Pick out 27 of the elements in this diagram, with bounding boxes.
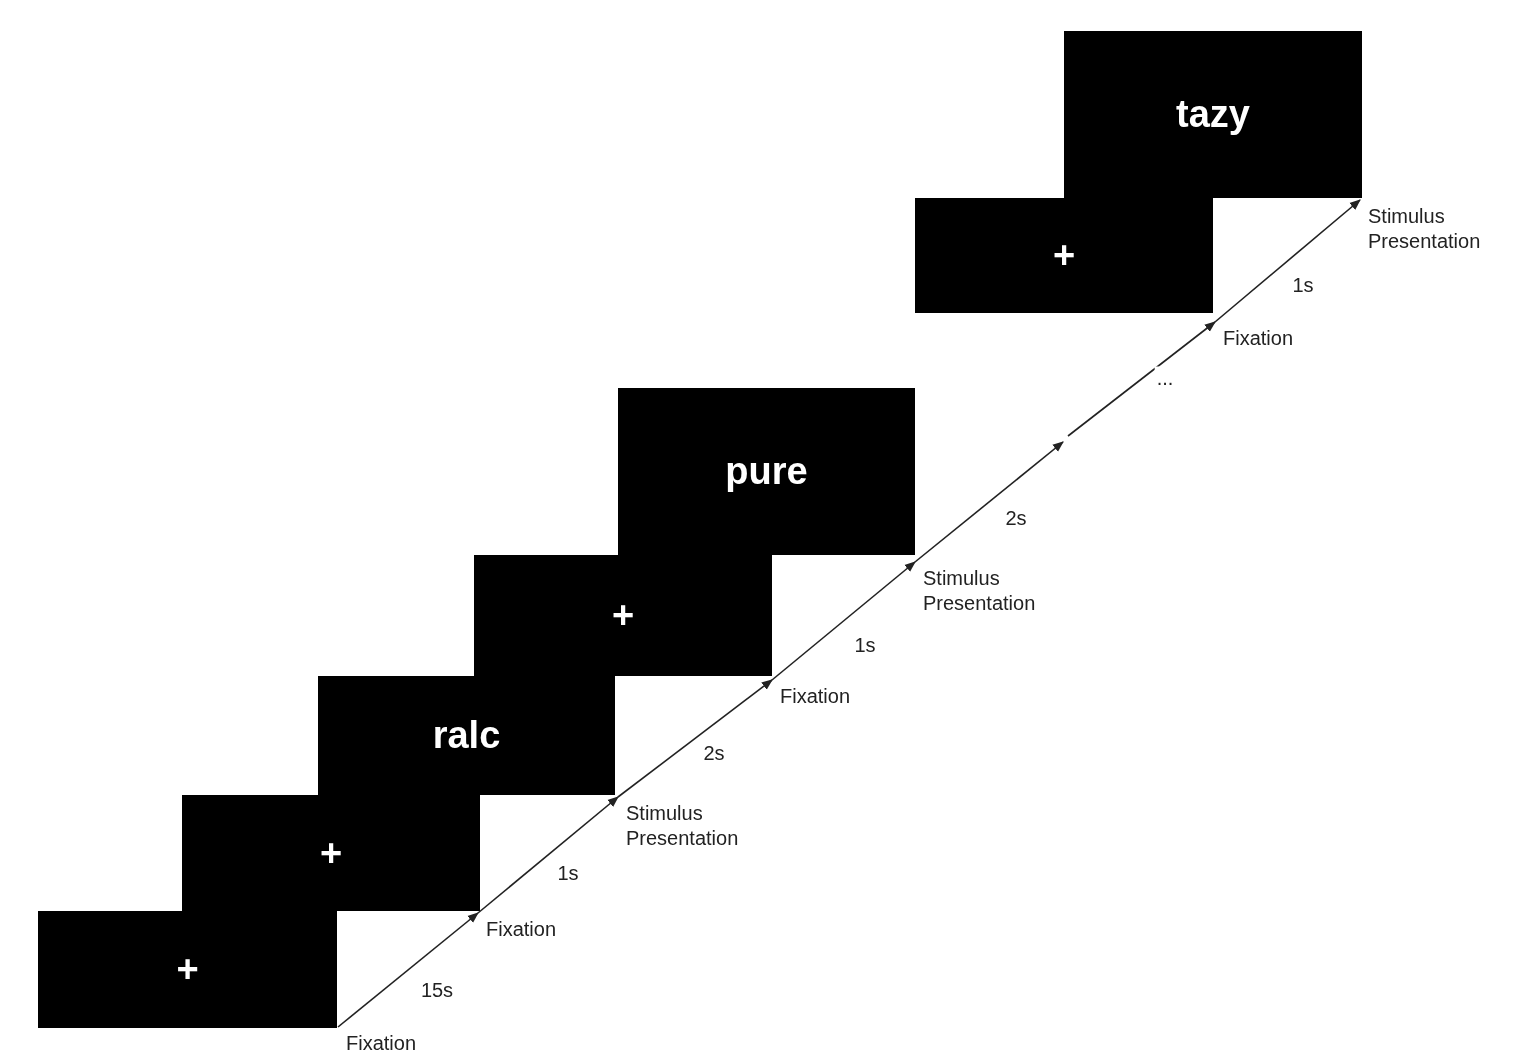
screen-text: tazy [1176,93,1250,136]
screen-panel [474,555,772,676]
phase-label: Fixation [338,1027,438,1056]
screen-text: + [611,594,635,637]
phase-label: Fixation [1215,322,1325,351]
screen-panel [618,388,915,555]
arrow [1214,199,1361,323]
arrow [617,679,773,798]
arrow [477,796,619,914]
arrow [337,912,479,1028]
screen-text: pure [725,450,808,493]
phase-label: Fixation [478,913,588,942]
phase-label: Fixation [772,680,882,709]
arrow [771,561,916,681]
phase-label: Stimulus Presentation [915,562,1085,616]
screen-text: ralc [432,714,501,757]
phase-label: Stimulus Presentation [618,797,788,851]
phase-label: Stimulus Presentation [1360,200,1500,254]
screen-text: + [1052,234,1076,277]
arrow [1067,321,1216,437]
screen-panel [1064,31,1362,198]
screen-panel [38,911,337,1028]
screen-panel [318,676,615,795]
screen-text: + [176,948,199,991]
screen-panel [915,198,1213,313]
arrow [914,441,1064,563]
screen-text: + [319,831,343,875]
